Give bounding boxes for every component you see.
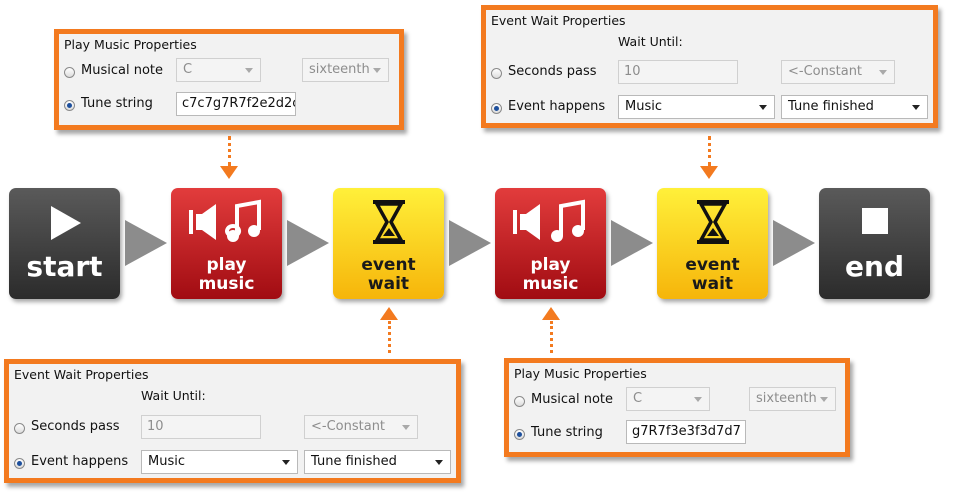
musical-note-radio[interactable]: [514, 396, 525, 407]
end-label: end: [845, 250, 904, 283]
hourglass-icon: [373, 200, 405, 244]
event-type-select[interactable]: Tune finished: [781, 95, 928, 119]
play-music-label-line2: music: [198, 274, 255, 294]
flow-connector-1: [125, 220, 167, 266]
callout-arrow-4: [542, 307, 560, 320]
event-happens-radio[interactable]: [491, 103, 502, 114]
play-music-label-line1: play: [206, 255, 247, 275]
panel-title: Event Wait Properties: [491, 13, 626, 28]
flow-connector-2: [287, 220, 329, 266]
event-wait-block-2[interactable]: event wait: [657, 188, 768, 299]
play-music-block-2[interactable]: play music: [495, 188, 606, 299]
panel-title: Play Music Properties: [514, 366, 647, 381]
chevron-down-icon: [694, 397, 702, 402]
constant-select[interactable]: <-Constant: [781, 60, 895, 84]
duration-select[interactable]: sixteenth: [749, 387, 836, 411]
seconds-pass-radio[interactable]: [491, 68, 502, 79]
callout-arrow-1: [220, 166, 238, 179]
panel-title: Event Wait Properties: [14, 367, 149, 382]
tune-string-radio[interactable]: [514, 429, 525, 440]
start-label: start: [26, 250, 103, 283]
tune-string-radio[interactable]: [64, 100, 75, 111]
event-happens-label: Event happens: [31, 454, 129, 469]
speaker-note-icon: [513, 199, 585, 242]
event-type-value: Tune finished: [311, 454, 397, 469]
play-icon: [51, 206, 81, 240]
callout-line-2: [708, 136, 711, 166]
callout-line-4: [550, 321, 553, 353]
event-wait-label-line2: wait: [691, 274, 734, 294]
seconds-input[interactable]: 10: [618, 60, 738, 84]
note-select[interactable]: C: [176, 58, 261, 82]
play-music-block-1[interactable]: play music: [171, 188, 282, 299]
play-music-label-line1: play: [530, 255, 571, 275]
tune-string-label: Tune string: [531, 425, 603, 440]
callout-line-3: [388, 321, 391, 353]
note-select-value: C: [183, 62, 193, 77]
event-source-value: Music: [625, 99, 662, 114]
flow-connector-3: [449, 220, 491, 266]
seconds-pass-radio[interactable]: [14, 423, 25, 434]
chevron-down-icon: [282, 460, 290, 465]
chevron-down-icon: [435, 460, 443, 465]
seconds-pass-label: Seconds pass: [31, 419, 120, 434]
chevron-down-icon: [245, 68, 253, 73]
event-happens-label: Event happens: [508, 99, 606, 114]
musical-note-radio[interactable]: [64, 67, 75, 78]
play-music-properties-panel-2: Play Music Properties Musical note C six…: [504, 358, 850, 457]
chevron-down-icon: [820, 397, 828, 402]
chevron-down-icon: [912, 105, 920, 110]
duration-select-value: sixteenth: [756, 391, 817, 406]
event-wait-label-line1: event: [685, 255, 740, 275]
chevron-down-icon: [402, 425, 410, 430]
wait-until-label: Wait Until:: [618, 34, 683, 49]
panel-title: Play Music Properties: [64, 37, 197, 52]
musical-note-label: Musical note: [81, 63, 163, 78]
start-block[interactable]: start: [9, 188, 120, 299]
event-wait-label-line1: event: [361, 255, 416, 275]
tune-string-input[interactable]: g7R7f3e3f3d7d7: [626, 420, 746, 444]
constant-select-value: <-Constant: [311, 419, 386, 434]
speaker-note-icon: [189, 199, 261, 242]
constant-select[interactable]: <-Constant: [304, 415, 418, 439]
chevron-down-icon: [879, 70, 887, 75]
stop-icon: [862, 208, 888, 234]
event-wait-block-1[interactable]: event wait: [333, 188, 444, 299]
flow-connector-5: [773, 220, 815, 266]
hourglass-icon: [697, 200, 729, 244]
chevron-down-icon: [759, 105, 767, 110]
callout-arrow-2: [700, 166, 718, 179]
note-select-value: C: [633, 391, 643, 406]
callout-line-1: [228, 136, 231, 166]
end-block[interactable]: end: [819, 188, 930, 299]
event-type-select[interactable]: Tune finished: [304, 450, 451, 474]
event-wait-properties-panel-2: Event Wait Properties Wait Until: Second…: [4, 359, 461, 483]
event-type-value: Tune finished: [788, 99, 874, 114]
duration-select-value: sixteenth: [309, 62, 370, 77]
musical-note-label: Musical note: [531, 392, 613, 407]
tune-string-label: Tune string: [81, 96, 153, 111]
wait-until-label: Wait Until:: [141, 388, 206, 403]
callout-arrow-3: [380, 307, 398, 320]
play-music-label-line2: music: [522, 274, 579, 294]
chevron-down-icon: [373, 68, 381, 73]
duration-select[interactable]: sixteenth: [302, 58, 389, 82]
play-music-properties-panel-1: Play Music Properties Musical note C six…: [54, 29, 404, 130]
seconds-input[interactable]: 10: [141, 415, 261, 439]
event-wait-properties-panel-1: Event Wait Properties Wait Until: Second…: [481, 5, 938, 128]
note-select[interactable]: C: [626, 387, 710, 411]
event-happens-radio[interactable]: [14, 458, 25, 469]
event-source-value: Music: [148, 454, 185, 469]
event-source-select[interactable]: Music: [141, 450, 298, 474]
event-source-select[interactable]: Music: [618, 95, 775, 119]
tune-string-input[interactable]: c7c7g7R7f2e2d2c: [176, 92, 296, 116]
event-wait-label-line2: wait: [367, 274, 410, 294]
seconds-pass-label: Seconds pass: [508, 64, 597, 79]
constant-select-value: <-Constant: [788, 64, 863, 79]
flow-connector-4: [611, 220, 653, 266]
